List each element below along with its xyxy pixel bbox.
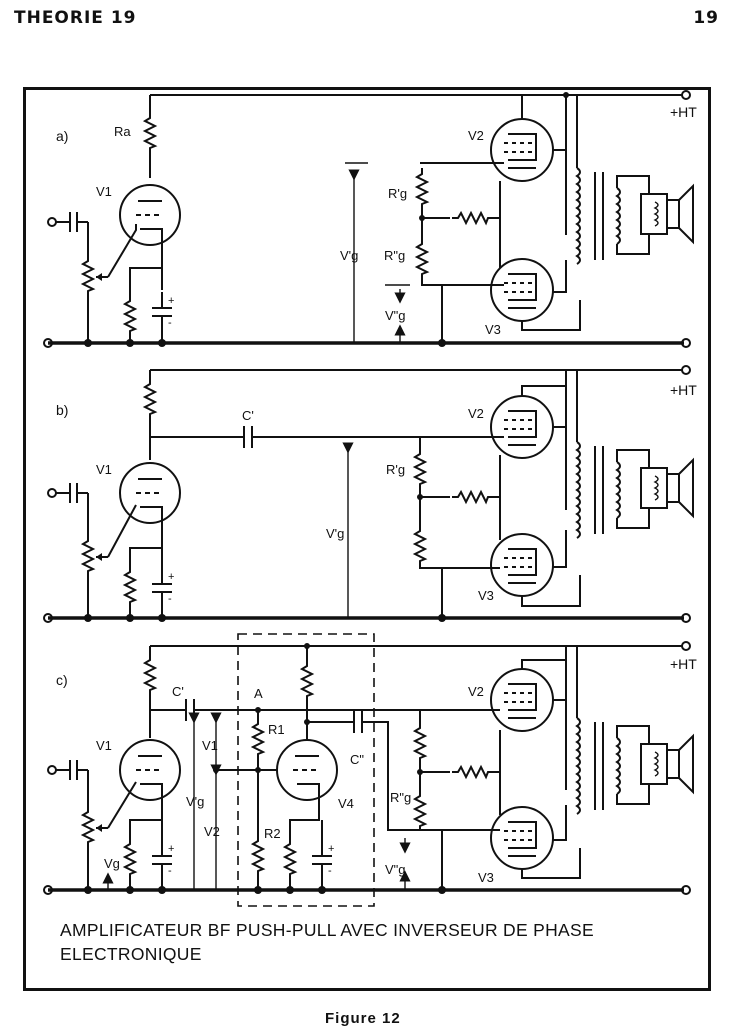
label-v3-b: V3: [478, 588, 494, 603]
caption-line-1: AMPLIFICATEUR BF PUSH-PULL AVEC INVERSEU…: [60, 920, 594, 940]
label-cprime-c: C': [172, 684, 184, 699]
circuit-b: [43, 365, 694, 623]
label-rdprimeg-a: R"g: [384, 248, 406, 263]
label-cprime-b: C': [242, 408, 254, 423]
label-vg: Vg: [104, 856, 120, 871]
label-rdprimeg-c: R"g: [390, 790, 412, 805]
label-cdprime: C": [350, 752, 365, 767]
panel-label-a: a): [56, 128, 69, 144]
ht-label-c: +HT: [670, 656, 697, 672]
label-v2-a: V2: [468, 128, 484, 143]
label-v4: V4: [338, 796, 354, 811]
label-vprimeg-b: V'g: [326, 526, 345, 541]
panel-label-c: c): [56, 672, 68, 688]
label-v1-a: V1: [96, 184, 112, 199]
label-v1-b: V1: [96, 462, 112, 477]
label-vdprimeg-c: V"g: [385, 862, 406, 877]
panel-label-b: b): [56, 402, 69, 418]
label-r2: R2: [264, 826, 281, 841]
label-v2-b: V2: [468, 406, 484, 421]
label-v3-a: V3: [485, 322, 501, 337]
page-number: 19: [693, 8, 719, 28]
ht-label-a: +HT: [670, 104, 697, 120]
page-header-title: THEORIE 19: [14, 8, 137, 28]
caption-line-2: ELECTRONIQUE: [60, 944, 202, 964]
label-vprimeg-c: V'g: [186, 794, 205, 809]
circuit-c: [43, 633, 694, 907]
label-v3-c: V3: [478, 870, 494, 885]
label-v2-c: V2: [468, 684, 484, 699]
label-vprimeg-a: V'g: [340, 248, 359, 263]
label-v2-voltage: V2: [204, 824, 220, 839]
ht-label-b: +HT: [670, 382, 697, 398]
label-v1-voltage: V1: [202, 738, 218, 753]
circuit-a: [43, 90, 694, 348]
label-r1: R1: [268, 722, 285, 737]
figure-label: Figure 12: [325, 1010, 401, 1027]
label-rprimeg-b: R'g: [386, 462, 406, 477]
label-vdprimeg-a: V"g: [385, 308, 406, 323]
label-node-a: A: [254, 686, 263, 701]
figure-caption: AMPLIFICATEUR BF PUSH-PULL AVEC INVERSEU…: [60, 918, 700, 966]
figure-frame: [23, 87, 711, 991]
label-rprimeg-a: R'g: [388, 186, 408, 201]
label-v1-c: V1: [96, 738, 112, 753]
label-ra: Ra: [114, 124, 131, 139]
